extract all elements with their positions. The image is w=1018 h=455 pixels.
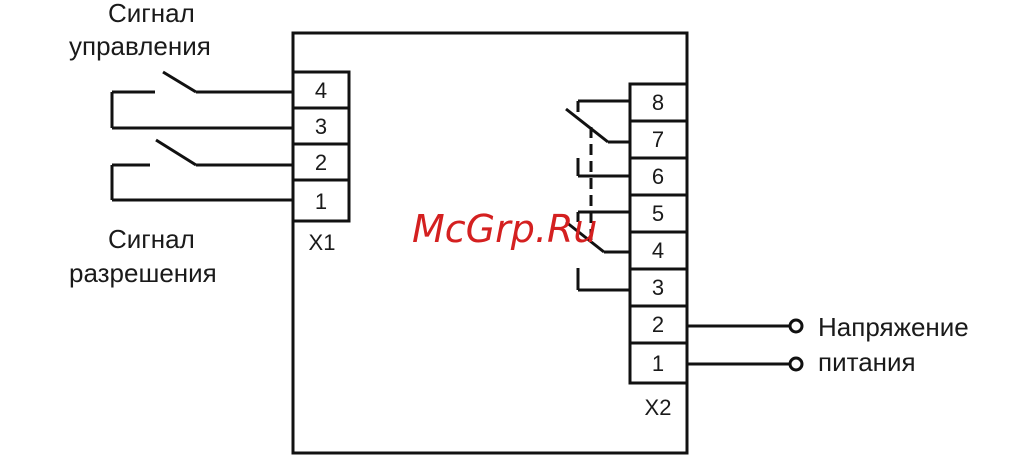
x2-terminal-6-label: 6 xyxy=(652,164,664,189)
x2-terminal-3-label: 3 xyxy=(652,275,664,300)
x1-terminal-block: 4 3 2 1 X1 xyxy=(293,72,349,255)
x1-terminal-2-label: 2 xyxy=(315,150,327,175)
x1-terminal-4-label: 4 xyxy=(315,78,327,103)
watermark: McGrp.Ru xyxy=(412,207,597,251)
x2-terminal-1-label: 1 xyxy=(652,351,664,376)
x1-terminal-3-label: 3 xyxy=(315,114,327,139)
x1-terminal-1-label: 1 xyxy=(315,189,327,214)
x2-terminal-7-label: 7 xyxy=(652,127,664,152)
control-switch xyxy=(112,72,293,128)
x1-label: X1 xyxy=(309,230,336,255)
enable-signal-label-line2: разрешения xyxy=(69,258,217,288)
x2-terminal-5-label: 5 xyxy=(652,201,664,226)
control-signal-label-line2: управления xyxy=(69,31,211,61)
relay-contact-group-1 xyxy=(566,101,630,176)
x2-terminal-8-label: 8 xyxy=(652,90,664,115)
x2-label: X2 xyxy=(645,395,672,420)
power-terminal-2-icon xyxy=(790,358,802,370)
control-signal-label-line1: Сигнал xyxy=(108,0,195,28)
power-label-line1: Напряжение xyxy=(818,312,969,342)
power-label-line2: питания xyxy=(818,347,916,377)
x2-terminal-block: 8 7 6 5 4 3 2 1 X2 xyxy=(630,84,687,420)
x2-terminal-4-label: 4 xyxy=(652,238,664,263)
enable-switch xyxy=(112,140,293,200)
power-terminal-1-icon xyxy=(790,320,802,332)
power-leads xyxy=(687,320,802,370)
enable-signal-label-line1: Сигнал xyxy=(108,224,195,254)
x2-terminal-2-label: 2 xyxy=(652,312,664,337)
